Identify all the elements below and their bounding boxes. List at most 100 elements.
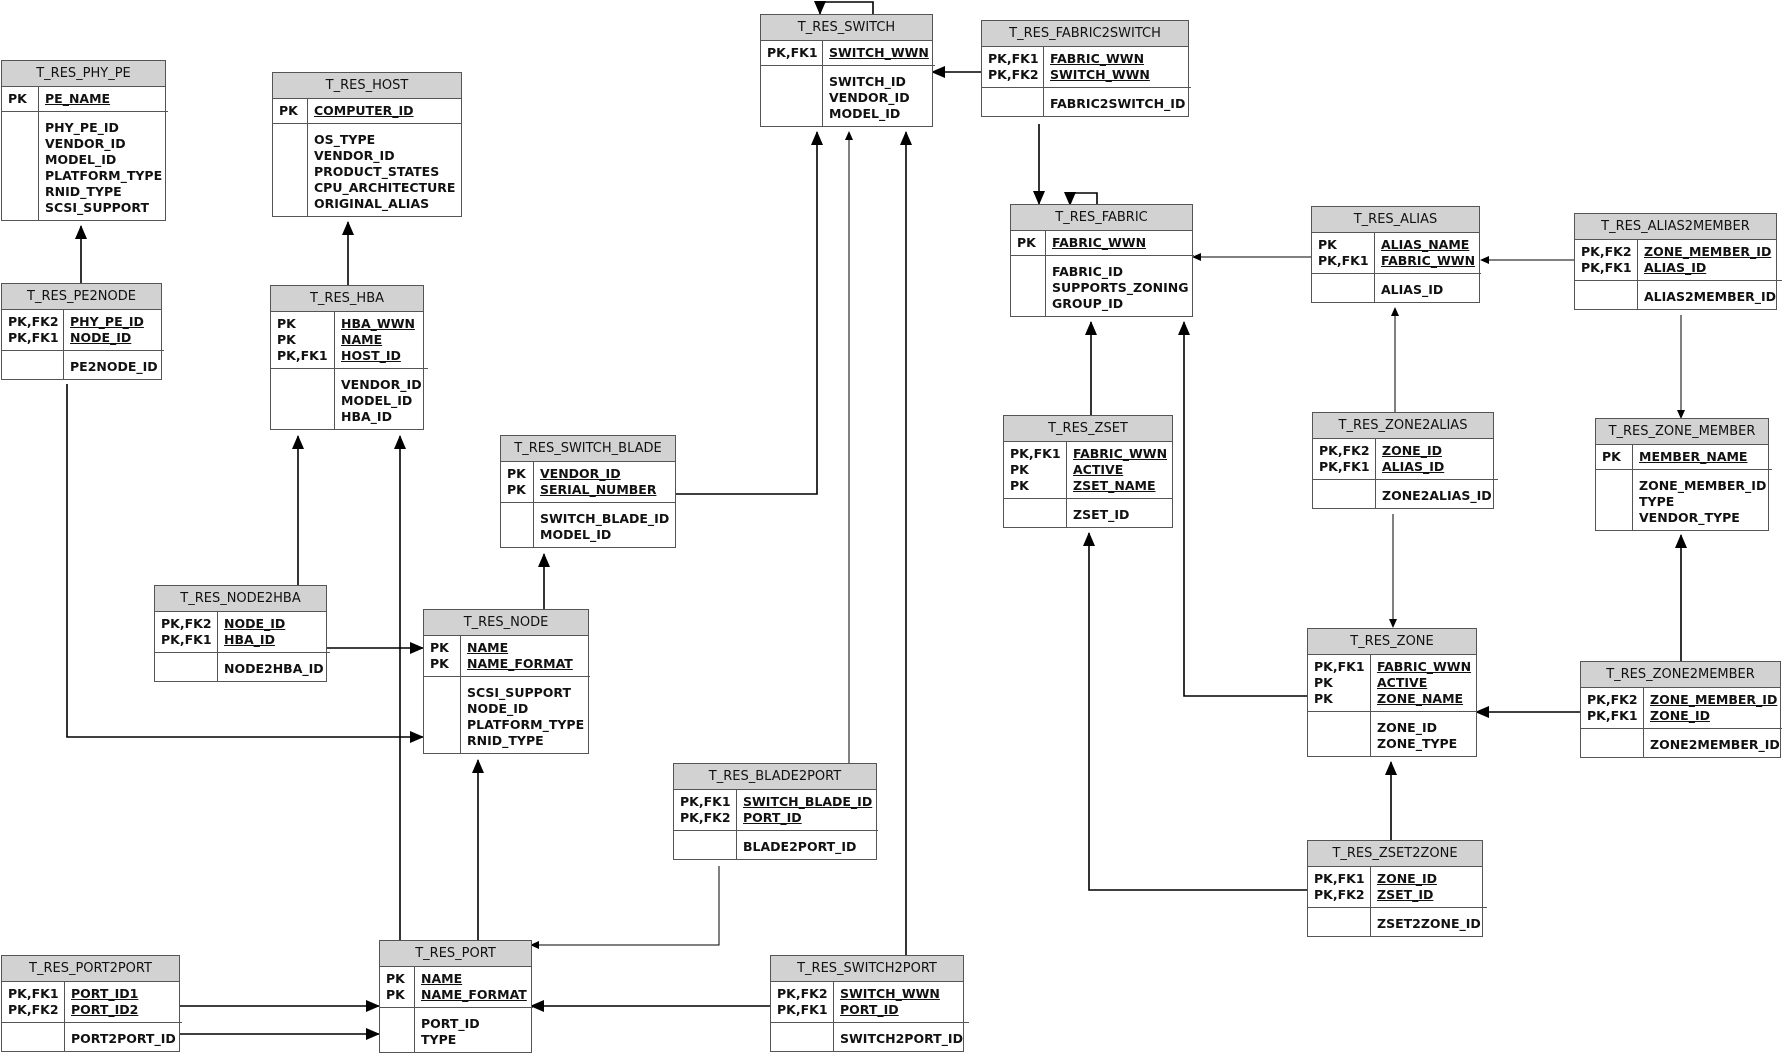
- key-tag: PK,FK1: [1010, 446, 1061, 461]
- attribute-tags: [2, 112, 39, 220]
- primary-key-column: ZONE_MEMBER_ID: [1644, 244, 1772, 259]
- attribute-column: PORT2PORT_ID: [71, 1031, 176, 1046]
- attribute-column: BLADE2PORT_ID: [743, 839, 857, 854]
- primary-key-column: ZONE_ID: [1377, 871, 1437, 886]
- entity-title: T_RES_ALIAS: [1312, 207, 1479, 233]
- entity-title: T_RES_PORT: [380, 941, 531, 967]
- key-tag: PK,FK1: [988, 51, 1039, 66]
- primary-key-column: SWITCH_BLADE_ID: [743, 794, 873, 809]
- primary-key-columns: PE_NAME: [39, 87, 169, 112]
- attribute-columns: ZONE2MEMBER_ID: [1644, 729, 1782, 757]
- key-tag: PK: [507, 466, 526, 481]
- attribute-tags: [2, 1023, 65, 1051]
- entity-title: T_RES_FABRIC: [1011, 205, 1192, 231]
- key-tags: PK: [2, 87, 39, 112]
- attribute-tags: [1596, 470, 1633, 530]
- attribute-column: PRODUCT_STATES: [314, 164, 440, 179]
- key-tag: PK,FK1: [8, 330, 59, 345]
- attribute-column: ORIGINAL_ALIAS: [314, 196, 430, 211]
- key-tag: PK,FK2: [161, 616, 212, 631]
- key-tag: PK,FK2: [1314, 887, 1365, 902]
- primary-key-column: FABRIC_WWN: [1381, 253, 1476, 268]
- primary-key-column: NODE_ID: [70, 330, 132, 345]
- key-tag: PK: [1017, 235, 1036, 250]
- key-tag: PK,FK2: [777, 986, 828, 1001]
- primary-key-column: ZONE_ID: [1382, 443, 1442, 458]
- key-tags: PK,FK1: [761, 41, 823, 66]
- key-tag: PK: [386, 987, 405, 1002]
- attribute-tags: [771, 1023, 834, 1051]
- primary-key-column: FABRIC_WWN: [1052, 235, 1147, 250]
- attribute-tags: [1308, 712, 1371, 756]
- attribute-column: VENDOR_ID: [829, 90, 910, 105]
- key-tag: PK: [1314, 691, 1333, 706]
- attribute-columns: FABRIC2SWITCH_ID: [1044, 88, 1191, 116]
- key-tag: PK: [430, 640, 449, 655]
- attribute-column: ZONE2ALIAS_ID: [1382, 488, 1492, 503]
- key-tag: PK,FK2: [8, 314, 59, 329]
- key-tag: PK: [277, 332, 296, 347]
- primary-key-column: PORT_ID2: [71, 1002, 139, 1017]
- attribute-column: PLATFORM_TYPE: [467, 717, 585, 732]
- primary-key-column: FABRIC_WWN: [1377, 659, 1472, 674]
- primary-key-columns: COMPUTER_ID: [308, 99, 462, 124]
- attribute-columns: ZSET_ID: [1067, 499, 1173, 527]
- key-tag: PK,FK2: [988, 67, 1039, 82]
- attribute-column: SWITCH_ID: [829, 74, 906, 89]
- primary-key-column: FABRIC_WWN: [1073, 446, 1168, 461]
- attribute-column: ZSET2ZONE_ID: [1377, 916, 1481, 931]
- attribute-column: RNID_TYPE: [467, 733, 544, 748]
- key-tag: PK: [277, 316, 296, 331]
- key-tag: PK,FK2: [1319, 443, 1370, 458]
- attribute-column: GROUP_ID: [1052, 296, 1124, 311]
- attribute-tags: [501, 503, 534, 547]
- primary-key-column: ACTIVE: [1073, 462, 1124, 477]
- attribute-column: HBA_ID: [341, 409, 392, 424]
- attribute-column: ALIAS_ID: [1381, 282, 1444, 297]
- key-tag: PK,FK1: [1319, 459, 1370, 474]
- entity-title: T_RES_ZONE2ALIAS: [1313, 413, 1493, 439]
- key-tag: PK,FK1: [767, 45, 818, 60]
- key-tag: PK,FK1: [8, 986, 59, 1001]
- key-tag: PK,FK1: [1587, 708, 1638, 723]
- attribute-column: OS_TYPE: [314, 132, 376, 147]
- attribute-column: FABRIC2SWITCH_ID: [1050, 96, 1186, 111]
- attribute-tags: [1575, 281, 1638, 309]
- attribute-column: ZSET_ID: [1073, 507, 1130, 522]
- key-tags: PK: [273, 99, 308, 124]
- key-tag: PK: [8, 91, 27, 106]
- attribute-tags: [1004, 499, 1067, 527]
- entity-title: T_RES_SWITCH: [761, 15, 932, 41]
- attribute-tags: [1312, 274, 1375, 302]
- attribute-column: VENDOR_TYPE: [1639, 510, 1740, 525]
- entity-title: T_RES_ZONE: [1308, 629, 1476, 655]
